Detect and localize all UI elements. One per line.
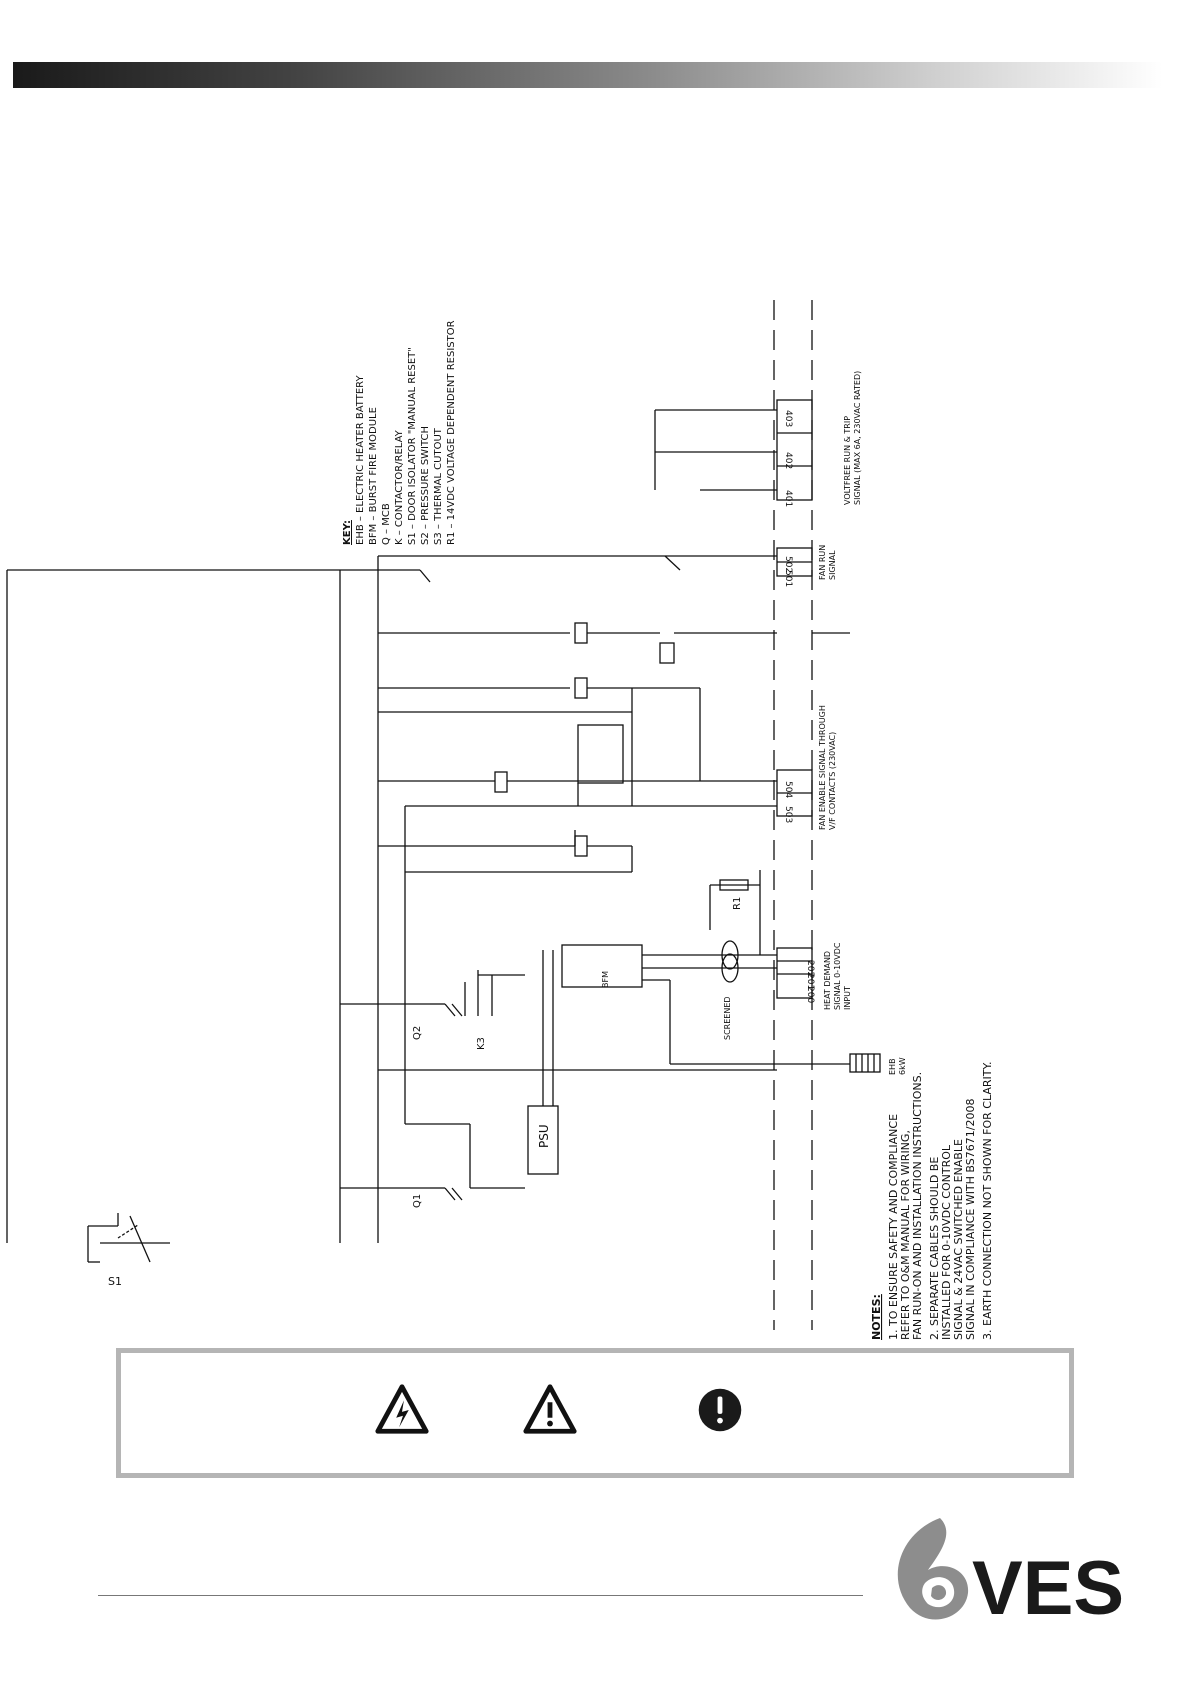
s1-isolator: S1 [87, 1213, 170, 1288]
note-line: SIGNAL & 24VAC SWITCHED ENABLE [952, 1139, 965, 1340]
k1-coil [470, 771, 777, 793]
notes-heading: NOTES: [870, 1294, 883, 1340]
q1-mcb: Q1 [412, 1187, 463, 1208]
svg-text:S1: S1 [108, 1275, 122, 1288]
run-on-timer [577, 712, 633, 806]
footer-divider [98, 1595, 863, 1596]
heat-demand-label: SIGNAL 0-10VDC [833, 942, 842, 1010]
note-line: 1. TO ENSURE SAFETY AND COMPLIANCE [887, 1114, 900, 1340]
r1-resistor: R1 [709, 870, 761, 955]
svg-text:K3: K3 [476, 1037, 487, 1050]
k1-fan-run-contact [340, 555, 681, 583]
volt-free-label: VOLTFREE RUN & TRIP [843, 416, 852, 505]
heat-demand-label: HEAT DEMAND [823, 951, 832, 1010]
terminal-label: 200 [805, 986, 815, 1003]
terminal-label: 501 [783, 570, 793, 587]
warning-symbols-box [116, 1348, 1074, 1478]
note-line: FAN RUN-ON AND INSTALLATION INSTRUCTIONS… [911, 1072, 924, 1340]
psu-module: PSU [527, 950, 559, 1175]
k2-coil [574, 622, 850, 664]
terminal-label: 201 [805, 973, 815, 990]
fan-run-label: SIGNAL [828, 550, 837, 580]
svg-text:Q1: Q1 [412, 1194, 423, 1208]
warning-triangle-icon [523, 1384, 577, 1434]
svg-text:Q2: Q2 [412, 1026, 423, 1040]
ehb-label: 6kW [898, 1057, 907, 1075]
key-item: R1 – 14VDC VOLTAGE DEPENDENT RESISTOR [446, 320, 457, 545]
fan-enable-label: FAN ENABLE SIGNAL THROUGH [818, 705, 827, 830]
wiring-schematic: KEY: EHB – ELECTRIC HEATER BATTERY BFM –… [6, 300, 994, 1341]
note-line: SIGNAL IN COMPLIANCE WITH BS7671/2008 [964, 1099, 977, 1340]
terminal-label: 402 [783, 452, 793, 469]
ehb-label: EHB [888, 1058, 897, 1075]
terminal-block-volt-free [776, 399, 813, 501]
heat-demand-label: INPUT [843, 986, 852, 1010]
terminal-label: 401 [783, 490, 793, 507]
key-item: BFM – BURST FIRE MODULE [368, 407, 379, 545]
terminal-label: 504 [783, 781, 793, 798]
terminal-label: 202 [805, 960, 815, 977]
key-item: S2 – PRESSURE SWITCH [420, 426, 431, 545]
terminal-block-fan-enable [776, 769, 813, 817]
screened-cable: SCREENED [721, 940, 739, 1040]
bfm-module: BFM [561, 944, 850, 1065]
terminal-block-analog [776, 947, 813, 999]
key-heading: KEY: [342, 520, 353, 545]
key-item: S1 – DOOR ISOLATOR "MANUAL RESET" [407, 347, 418, 545]
terminal-label: 503 [783, 806, 793, 823]
k4-coil [574, 677, 701, 781]
electric-hazard-icon [375, 1384, 429, 1434]
note-line: 3. EARTH CONNECTION NOT SHOWN FOR CLARIT… [981, 1062, 994, 1341]
svg-text:BFM: BFM [601, 971, 610, 988]
terminal-label: 403 [783, 410, 793, 427]
key-item: EHB – ELECTRIC HEATER BATTERY [355, 375, 366, 545]
note-line: 2. SEPARATE CABLES SHOULD BE [928, 1157, 941, 1340]
svg-text:R1: R1 [732, 897, 743, 910]
key-item: Q – MCB [381, 503, 392, 545]
key-legend: KEY: EHB – ELECTRIC HEATER BATTERY BFM –… [342, 320, 457, 545]
fan-run-label: FAN RUN [818, 545, 827, 580]
note-line: INSTALLED FOR 0-10VDC CONTROL [940, 1144, 953, 1340]
notes-block: NOTES: 1. TO ENSURE SAFETY AND COMPLIANC… [870, 1062, 994, 1341]
k3-contacts: Q2 K3 [412, 970, 525, 1050]
k3-coil [405, 830, 633, 873]
terminal-label: 502 [783, 556, 793, 573]
note-line: REFER TO O&M MANUAL FOR WIRING, [899, 1130, 912, 1340]
volt-free-contacts [654, 409, 777, 491]
logo-text: VES [972, 1546, 1124, 1631]
volt-free-label: SIGNAL (MAX 6A, 230VAC RATED) [853, 371, 862, 505]
fan-enable-label: V/F CONTACTS (230VAC) [828, 732, 837, 830]
ehb-heater [849, 1053, 881, 1073]
terminal-block-fan-run [776, 547, 813, 577]
mandatory-exclamation-icon [698, 1388, 742, 1432]
svg-text:SCREENED: SCREENED [723, 996, 732, 1040]
key-item: S3 – THERMAL CUTOUT [433, 427, 444, 545]
header-gradient-bar [13, 62, 1163, 88]
svg-text:PSU: PSU [537, 1124, 551, 1148]
ves-logo: VES [897, 1518, 1124, 1631]
key-item: K – CONTACTOR/RELAY [394, 429, 405, 545]
